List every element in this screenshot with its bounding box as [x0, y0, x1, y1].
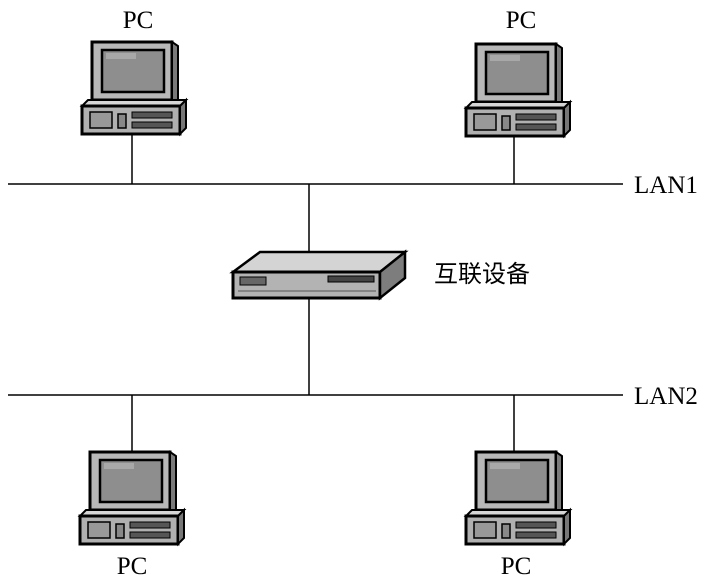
desktop-computer-icon — [80, 40, 188, 136]
desktop-computer-icon — [78, 450, 186, 546]
pc-top-left-label: PC — [123, 7, 154, 34]
lan1-label: LAN1 — [634, 172, 698, 199]
pc-bottom-left-label: PC — [117, 553, 148, 578]
device-label: 互联设备 — [434, 260, 530, 288]
pc-top-right-label: PC — [506, 7, 537, 34]
network-switch-icon — [229, 249, 409, 301]
desktop-computer-icon — [464, 42, 572, 138]
desktop-computer-icon — [464, 450, 572, 546]
lan2-label: LAN2 — [634, 383, 698, 410]
pc-bottom-right-label: PC — [501, 553, 532, 578]
